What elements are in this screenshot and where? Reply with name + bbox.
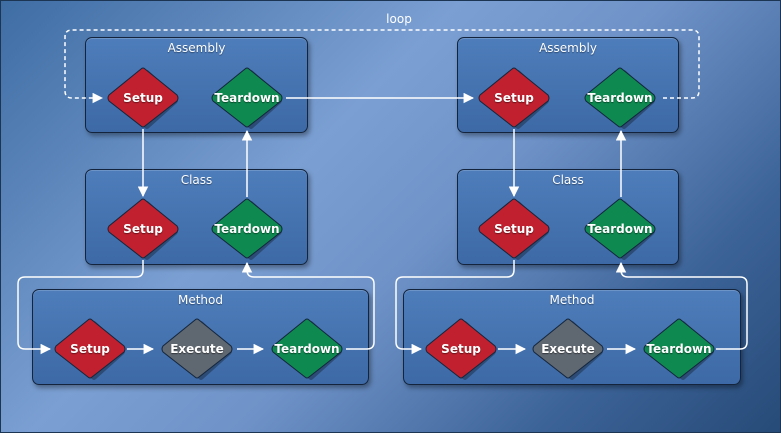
left-method-execute-label: Execute — [170, 342, 224, 356]
left-assembly-teardown-label: Teardown — [214, 91, 280, 105]
left-class-setup-label: Setup — [123, 222, 163, 236]
right-assembly-teardown-label: Teardown — [587, 91, 653, 105]
right-class-to-method-arrow — [395, 260, 515, 355]
setup-diamond-shape — [425, 318, 497, 380]
right-assembly-teardown-node: Teardown — [582, 67, 658, 129]
right-method-teardown-label: Teardown — [646, 342, 712, 356]
left-class-teardown-label: Teardown — [214, 222, 280, 236]
right-assembly-setup-node: Setup — [476, 67, 552, 129]
left-assembly-teardown-node: Teardown — [209, 67, 285, 129]
left-method-to-class-arrow — [241, 261, 375, 350]
right-method-execute-node: Execute — [530, 318, 606, 380]
right-method-title: Method — [549, 293, 595, 307]
setup-diamond-shape — [478, 198, 550, 260]
left-method-teardown-node: Teardown — [269, 318, 345, 380]
setup-diamond-shape — [107, 198, 179, 260]
left-assembly-setup-label: Setup — [123, 91, 163, 105]
teardown-diamond-shape — [211, 67, 283, 129]
teardown-diamond-shape — [584, 198, 656, 260]
right-method-setup-node: Setup — [423, 318, 499, 380]
loop-connector — [64, 29, 700, 104]
setup-diamond-shape — [478, 67, 550, 129]
left-class-setup-node: Setup — [105, 198, 181, 260]
right-method-setup-label: Setup — [441, 342, 481, 356]
left-method-execute-node: Execute — [159, 318, 235, 380]
left-assembly-setup-node: Setup — [105, 67, 181, 129]
teardown-diamond-shape — [643, 318, 715, 380]
execute-diamond-shape — [532, 318, 604, 380]
right-method-to-class-arrow — [615, 261, 748, 350]
right-class-teardown-label: Teardown — [587, 222, 653, 236]
teardown-diamond-shape — [584, 67, 656, 129]
right-method-execute-label: Execute — [541, 342, 595, 356]
left-method-setup-node: Setup — [52, 318, 128, 380]
loop-label: loop — [386, 12, 412, 26]
teardown-diamond-shape — [271, 318, 343, 380]
right-class-title: Class — [552, 173, 584, 187]
left-method-teardown-label: Teardown — [274, 342, 340, 356]
setup-diamond-shape — [54, 318, 126, 380]
teardown-diamond-shape — [211, 198, 283, 260]
setup-diamond-shape — [107, 67, 179, 129]
left-class-teardown-node: Teardown — [209, 198, 285, 260]
right-class-teardown-node: Teardown — [582, 198, 658, 260]
right-assembly-title: Assembly — [539, 41, 597, 55]
right-assembly-setup-label: Setup — [494, 91, 534, 105]
left-assembly-title: Assembly — [167, 41, 226, 55]
right-class-setup-node: Setup — [476, 198, 552, 260]
left-method-title: Method — [177, 293, 223, 307]
left-class-title: Class — [180, 173, 213, 187]
left-method-setup-label: Setup — [70, 342, 110, 356]
left-class-to-method-arrow — [17, 260, 144, 355]
right-class-setup-label: Setup — [494, 222, 534, 236]
right-method-teardown-node: Teardown — [641, 318, 717, 380]
execute-diamond-shape — [161, 318, 233, 380]
